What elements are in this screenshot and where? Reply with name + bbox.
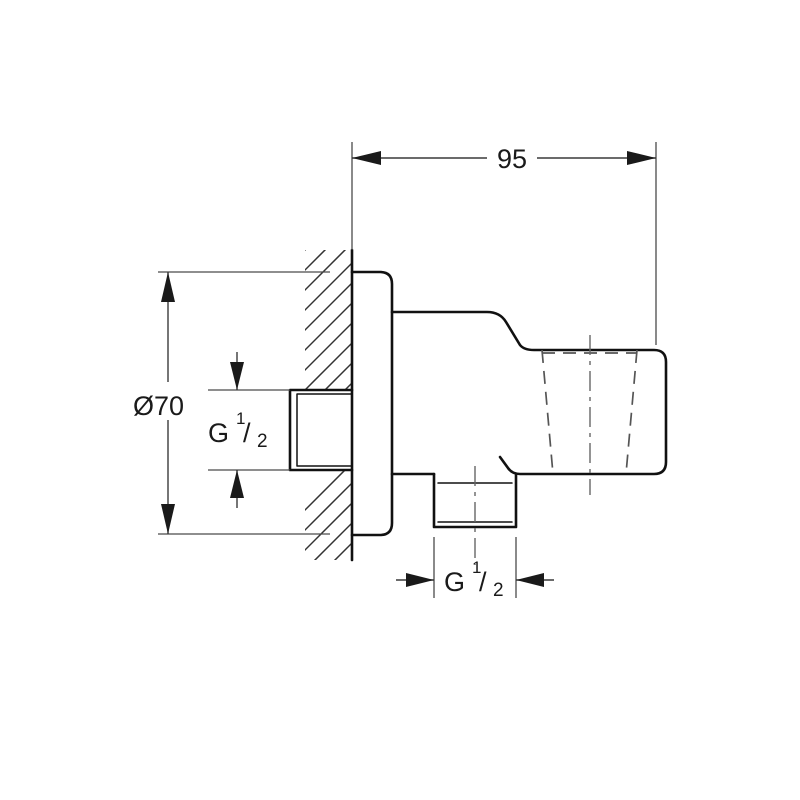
arrowhead-inlet-bottom-icon (230, 470, 244, 498)
arrowhead-d70-bottom-icon (161, 504, 175, 534)
dimension-g-half-outlet: G 1 / 2 (396, 537, 554, 601)
dimension-label-outlet-denominator: 2 (493, 580, 504, 601)
dimension-label-95: 95 (497, 144, 527, 174)
flange-body (350, 270, 394, 537)
arrowhead-inlet-top-icon (230, 362, 244, 390)
dimension-label-outlet-slash: / (479, 567, 487, 597)
dimension-label-inlet-slash: / (243, 418, 251, 448)
inlet-pipe-thread (288, 388, 354, 472)
dimension-label-inlet-numerator: 1 (236, 409, 245, 428)
arrowhead-95-left-icon (352, 151, 381, 165)
dimension-95: 95 (351, 142, 657, 345)
wall-hatch-upper (305, 250, 352, 390)
dimension-label-inlet-g: G (208, 418, 229, 448)
outlet-pipe-thread (432, 466, 518, 565)
arrowhead-d70-top-icon (161, 272, 175, 302)
dimension-label-diameter-70: Ø70 (133, 391, 184, 421)
wall-hatch-lower (305, 470, 352, 560)
dimension-label-outlet-g: G (444, 567, 465, 597)
dimension-diameter-70: Ø70 (133, 271, 330, 535)
main-body (390, 310, 668, 476)
dimension-label-inlet-denominator: 2 (257, 431, 268, 452)
arrowhead-95-right-icon (627, 151, 656, 165)
dimension-g-half-inlet: G 1 / 2 (208, 352, 290, 508)
arrowhead-outlet-left-icon (406, 573, 434, 587)
wall-section-hatched (305, 248, 354, 562)
arrowhead-outlet-right-icon (516, 573, 544, 587)
dimension-label-outlet-numerator: 1 (472, 558, 481, 577)
